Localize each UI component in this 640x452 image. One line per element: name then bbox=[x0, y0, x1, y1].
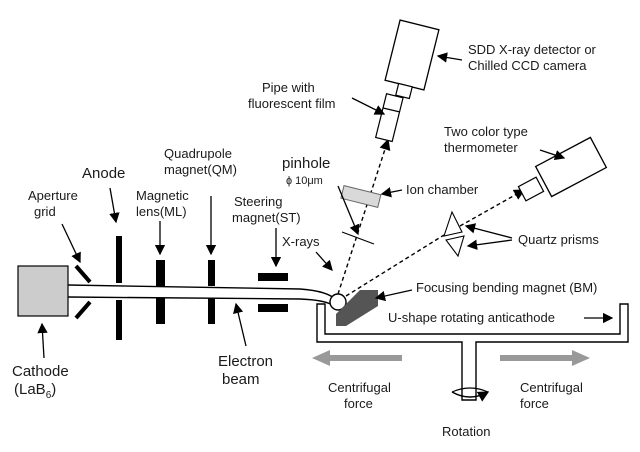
cathode-block bbox=[17, 265, 69, 317]
aperture-label-2: grid bbox=[34, 204, 56, 219]
cathode-formula-label: (LaB6) bbox=[14, 381, 56, 401]
st-label-2: magnet(ST) bbox=[232, 210, 301, 225]
pipe-label-2: fluorescent film bbox=[248, 96, 335, 111]
pinhole-line bbox=[341, 231, 375, 245]
pointer-detector bbox=[436, 52, 463, 63]
pinhole-size-label: ɸ 10μm bbox=[286, 175, 323, 187]
detector-label-2: Chilled CCD camera bbox=[468, 58, 587, 73]
pipe-label-1: Pipe with bbox=[262, 80, 315, 95]
ion-chamber bbox=[340, 184, 382, 208]
xray-path-thermometer bbox=[459, 189, 526, 227]
centrifugal-left-label-1: Centrifugal bbox=[328, 380, 391, 395]
detector-neck bbox=[395, 82, 413, 100]
aperture-grid-upper bbox=[74, 264, 92, 284]
centrifugal-arrow-left bbox=[312, 350, 402, 366]
pointer-electron-beam bbox=[233, 302, 247, 347]
aperture-label-1: Aperture bbox=[28, 188, 78, 203]
magnetic-lens-lower bbox=[156, 298, 165, 324]
anode-lower bbox=[116, 300, 122, 340]
thermometer-label-1: Two color type bbox=[444, 124, 528, 139]
quartz-prisms-label: Quartz prisms bbox=[518, 232, 599, 247]
pipe-film bbox=[382, 107, 401, 113]
pinhole-label: pinhole bbox=[282, 155, 330, 172]
rotation-label: Rotation bbox=[442, 424, 490, 439]
cathode-formula-suffix: ) bbox=[51, 381, 56, 398]
anticathode-shape bbox=[316, 303, 629, 401]
rotation-arrow bbox=[451, 391, 490, 402]
centrifugal-right-label-1: Centrifugal bbox=[520, 380, 583, 395]
anode-upper bbox=[116, 236, 122, 283]
anticathode-label: U-shape rotating anticathode bbox=[388, 310, 555, 325]
anode-label: Anode bbox=[82, 165, 125, 182]
cathode-formula-sub: 6 bbox=[46, 390, 52, 401]
thermometer-body bbox=[534, 136, 608, 198]
ion-chamber-label: Ion chamber bbox=[406, 182, 479, 197]
ml-label-1: Magnetic bbox=[136, 188, 189, 203]
pointer-cathode bbox=[37, 322, 48, 359]
detector-body bbox=[384, 19, 440, 91]
pointer-bending-magnet bbox=[374, 289, 413, 302]
aperture-grid-lower bbox=[74, 300, 92, 320]
qm-label-2: magnet(QM) bbox=[164, 162, 237, 177]
magnetic-lens-upper bbox=[156, 260, 165, 286]
qm-label-1: Quadrupole bbox=[164, 146, 232, 161]
pointer-ion-chamber bbox=[380, 187, 403, 198]
pipe-fluorescent bbox=[374, 92, 404, 143]
pointer-pinhole bbox=[337, 185, 360, 236]
bending-magnet-shape bbox=[336, 290, 378, 326]
xray-path-vertical bbox=[337, 138, 391, 295]
quartz-prism-2 bbox=[445, 235, 465, 258]
electron-beam-label-1: Electron bbox=[218, 353, 273, 370]
centrifugal-arrow-right bbox=[500, 350, 590, 366]
rotation-arrow-back bbox=[451, 387, 489, 393]
thermometer-lens bbox=[517, 176, 545, 202]
pointer-pipe bbox=[351, 97, 386, 115]
quartz-prism-1 bbox=[443, 210, 463, 237]
cathode-formula-prefix: (LaB bbox=[14, 381, 46, 398]
detector-label-1: SDD X-ray detector or bbox=[468, 42, 597, 57]
bending-magnet-label: Focusing bending magnet (BM) bbox=[416, 280, 597, 295]
pointer-prism-2 bbox=[466, 239, 513, 250]
xrays-label: X-rays bbox=[282, 234, 320, 249]
pointer-prism-1 bbox=[464, 223, 513, 239]
thermometer-label-2: thermometer bbox=[444, 140, 518, 155]
cathode-label: Cathode bbox=[12, 363, 69, 380]
pointer-xrays bbox=[315, 251, 333, 271]
pointer-aperture bbox=[61, 223, 81, 264]
pointer-thermometer bbox=[539, 149, 566, 161]
electron-beam-label-2: beam bbox=[222, 371, 260, 388]
ml-label-2: lens(ML) bbox=[136, 204, 187, 219]
quadrupole-magnet-lower bbox=[208, 298, 215, 324]
beam-tube-lower bbox=[67, 296, 335, 307]
xray-path-prisms bbox=[345, 234, 445, 297]
st-label-1: Steering bbox=[234, 194, 282, 209]
steering-magnet-upper bbox=[258, 273, 288, 281]
centrifugal-right-label-2: force bbox=[520, 396, 549, 411]
quadrupole-magnet-upper bbox=[208, 260, 215, 286]
centrifugal-left-label-2: force bbox=[344, 396, 373, 411]
steering-magnet-lower bbox=[258, 304, 288, 312]
pointer-anode bbox=[109, 187, 120, 224]
